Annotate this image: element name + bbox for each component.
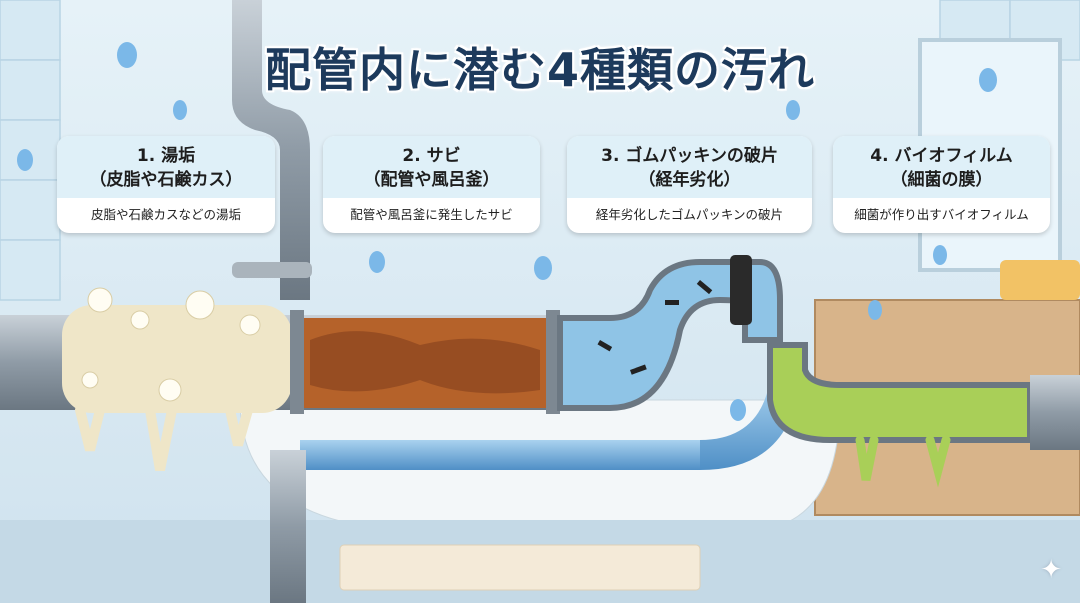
card-subtitle: （皮脂や石鹸カス） (89, 170, 243, 190)
pipe-outlet (1030, 375, 1080, 450)
water-drops (17, 42, 997, 421)
card-description: 皮脂や石鹸カスなどの湯垢 (90, 207, 241, 222)
rust-patches (310, 331, 540, 394)
bath-mat (339, 544, 701, 591)
pipe-clamp (290, 310, 304, 414)
card-subtitle: （経年劣化） (638, 170, 741, 190)
card-description: 細菌が作り出すバイオフィルム (854, 207, 1029, 222)
biofilm-drips (855, 435, 951, 488)
faucet (232, 262, 312, 278)
scale-drips (75, 405, 253, 471)
rubber-gasket (730, 255, 752, 325)
card-rubber-fragments: 3. ゴムパッキンの破片 （経年劣化） 経年劣化したゴムパッキンの破片 (567, 136, 812, 233)
towel (1000, 260, 1080, 300)
pipe-clamp (546, 310, 560, 414)
card-subtitle: （配管や風呂釜） (363, 170, 500, 190)
scale-bubbles (81, 287, 261, 402)
sparkle-icon: ✦ (1040, 555, 1062, 585)
card-title: 3. ゴムパッキンの破片 (601, 146, 778, 166)
card-limescale: 1. 湯垢 （皮脂や石鹸カス） 皮脂や石鹸カスなどの湯垢 (57, 136, 275, 233)
card-description: 配管や風呂釜に発生したサビ (350, 207, 513, 222)
card-description: 経年劣化したゴムパッキンの破片 (595, 207, 784, 222)
page-title: 配管内に潜む4種類の汚れ (264, 43, 815, 97)
card-biofilm: 4. バイオフィルム （細菌の膜） 細菌が作り出すバイオフィルム (833, 136, 1050, 233)
card-title: 1. 湯垢 (136, 146, 196, 166)
upper-pipe (232, 0, 310, 300)
card-subtitle: （細菌の膜） (890, 170, 993, 190)
card-title: 4. バイオフィルム (870, 146, 1013, 166)
card-title: 2. サビ (402, 146, 461, 166)
blue-supply-pipe (300, 440, 700, 470)
drain-pipe-vertical (270, 450, 306, 603)
rubber-fragments (597, 280, 713, 375)
card-rust: 2. サビ （配管や風呂釜） 配管や風呂釜に発生したサビ (323, 136, 540, 233)
scale-section (62, 305, 292, 413)
